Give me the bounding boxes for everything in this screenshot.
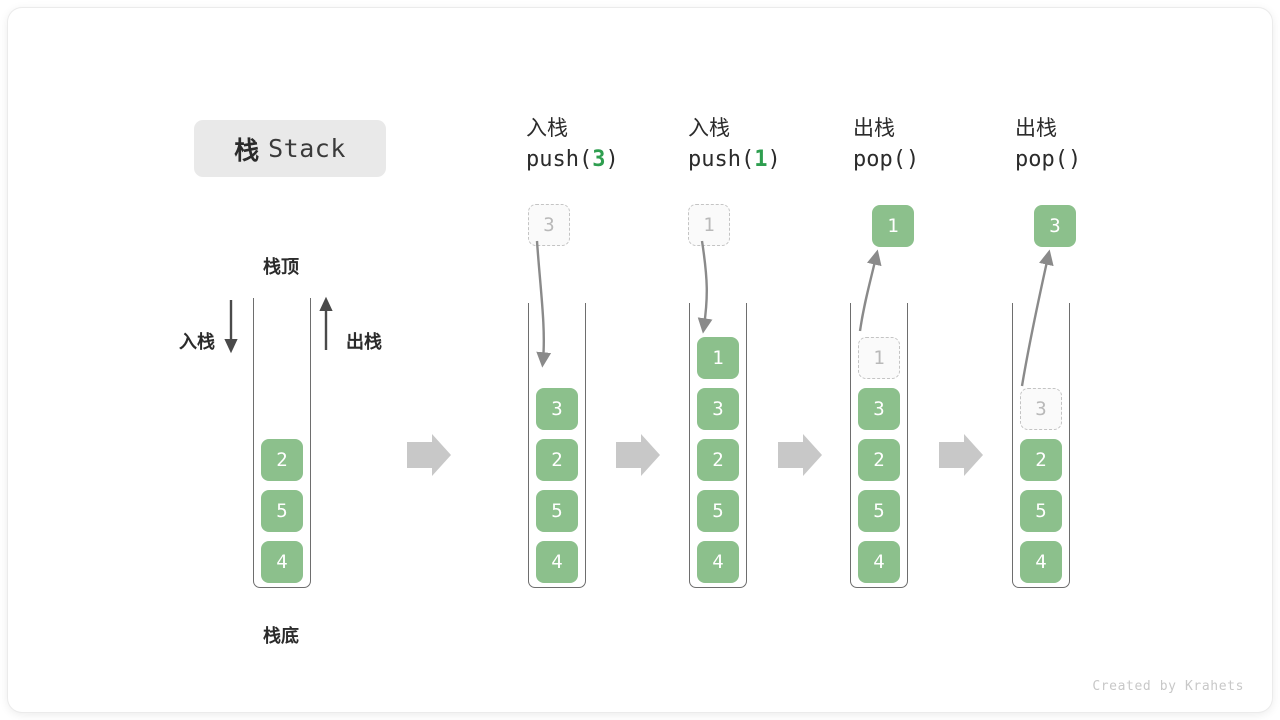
stack-top-label: 栈顶 bbox=[263, 257, 299, 277]
header-code-arg: 1 bbox=[754, 147, 768, 172]
header-code: push(1) bbox=[688, 147, 781, 172]
stack-cell: 4 bbox=[858, 541, 900, 583]
stack-cell: 2 bbox=[261, 439, 303, 481]
header-code-arg: 3 bbox=[592, 147, 606, 172]
header-cn: 出栈 bbox=[1015, 117, 1057, 140]
stack-cell: 3 bbox=[697, 388, 739, 430]
stack-cells-push-1: 1 3 2 5 4 bbox=[690, 337, 746, 583]
stack-bottom-label: 栈底 bbox=[263, 626, 299, 646]
step-separator-arrow-icon-3 bbox=[778, 434, 822, 476]
column-header-pop-1: 出栈 pop() bbox=[853, 114, 919, 176]
title-en: Stack bbox=[268, 134, 346, 163]
header-cn: 入栈 bbox=[688, 117, 730, 140]
stack-cell: 2 bbox=[858, 439, 900, 481]
header-cn: 出栈 bbox=[853, 117, 895, 140]
header-cn: 入栈 bbox=[526, 117, 568, 140]
incoming-value-box-3: 3 bbox=[528, 204, 570, 246]
stack-cells-push-3: 3 2 5 4 bbox=[529, 388, 585, 583]
header-code: pop() bbox=[853, 147, 920, 172]
stack-cell: 5 bbox=[1020, 490, 1062, 532]
stack-cell: 5 bbox=[858, 490, 900, 532]
column-header-pop-3: 出栈 pop() bbox=[1015, 114, 1081, 176]
stack-cell: 4 bbox=[261, 541, 303, 583]
stack-container-push-1: 1 3 2 5 4 bbox=[689, 303, 747, 588]
column-header-push-1: 入栈 push(1) bbox=[688, 114, 781, 176]
stack-cells-pop-1: 1 3 2 5 4 bbox=[851, 337, 907, 583]
stack-cell: 5 bbox=[536, 490, 578, 532]
popped-value-box-3: 3 bbox=[1034, 205, 1076, 247]
credit-footer: Created by Krahets bbox=[1092, 679, 1244, 694]
stack-cells-pop-3: 3 2 5 4 bbox=[1013, 388, 1069, 583]
stack-cell: 3 bbox=[536, 388, 578, 430]
step-separator-arrow-icon-2 bbox=[616, 434, 660, 476]
popped-value-box-1: 1 bbox=[872, 205, 914, 247]
incoming-value-box-1: 1 bbox=[688, 204, 730, 246]
stack-cell-removed: 3 bbox=[1020, 388, 1062, 430]
column-header-push-3: 入栈 push(3) bbox=[526, 114, 619, 176]
stack-cell-removed: 1 bbox=[858, 337, 900, 379]
stack-cell: 4 bbox=[697, 541, 739, 583]
stack-cell: 1 bbox=[697, 337, 739, 379]
stack-cell: 3 bbox=[858, 388, 900, 430]
title-badge: 栈 Stack bbox=[194, 120, 386, 177]
push-direction-label: 入栈 bbox=[179, 332, 215, 352]
stack-cell: 5 bbox=[261, 490, 303, 532]
stack-cell: 4 bbox=[1020, 541, 1062, 583]
header-code: push(3) bbox=[526, 147, 619, 172]
header-code: pop() bbox=[1015, 147, 1082, 172]
diagram-card: 栈 Stack 栈顶 栈底 入栈 出栈 2 5 4 入栈 push(3) 3 3… bbox=[8, 8, 1272, 712]
stack-container-initial: 2 5 4 bbox=[253, 298, 311, 588]
stack-cell: 2 bbox=[1020, 439, 1062, 481]
title-cn: 栈 bbox=[234, 136, 260, 165]
stack-cells-initial: 2 5 4 bbox=[254, 439, 310, 583]
arrows-overlay bbox=[224, 240, 1054, 476]
stack-container-push-3: 3 2 5 4 bbox=[528, 303, 586, 588]
stack-cell: 2 bbox=[697, 439, 739, 481]
stack-container-pop-1: 1 3 2 5 4 bbox=[850, 303, 908, 588]
stack-cell: 4 bbox=[536, 541, 578, 583]
stack-cell: 2 bbox=[536, 439, 578, 481]
step-separator-arrow-icon-1 bbox=[407, 434, 451, 476]
step-separator-arrow-icon-4 bbox=[939, 434, 983, 476]
pop-direction-label: 出栈 bbox=[346, 332, 382, 352]
stack-cell: 5 bbox=[697, 490, 739, 532]
stack-container-pop-3: 3 2 5 4 bbox=[1012, 303, 1070, 588]
